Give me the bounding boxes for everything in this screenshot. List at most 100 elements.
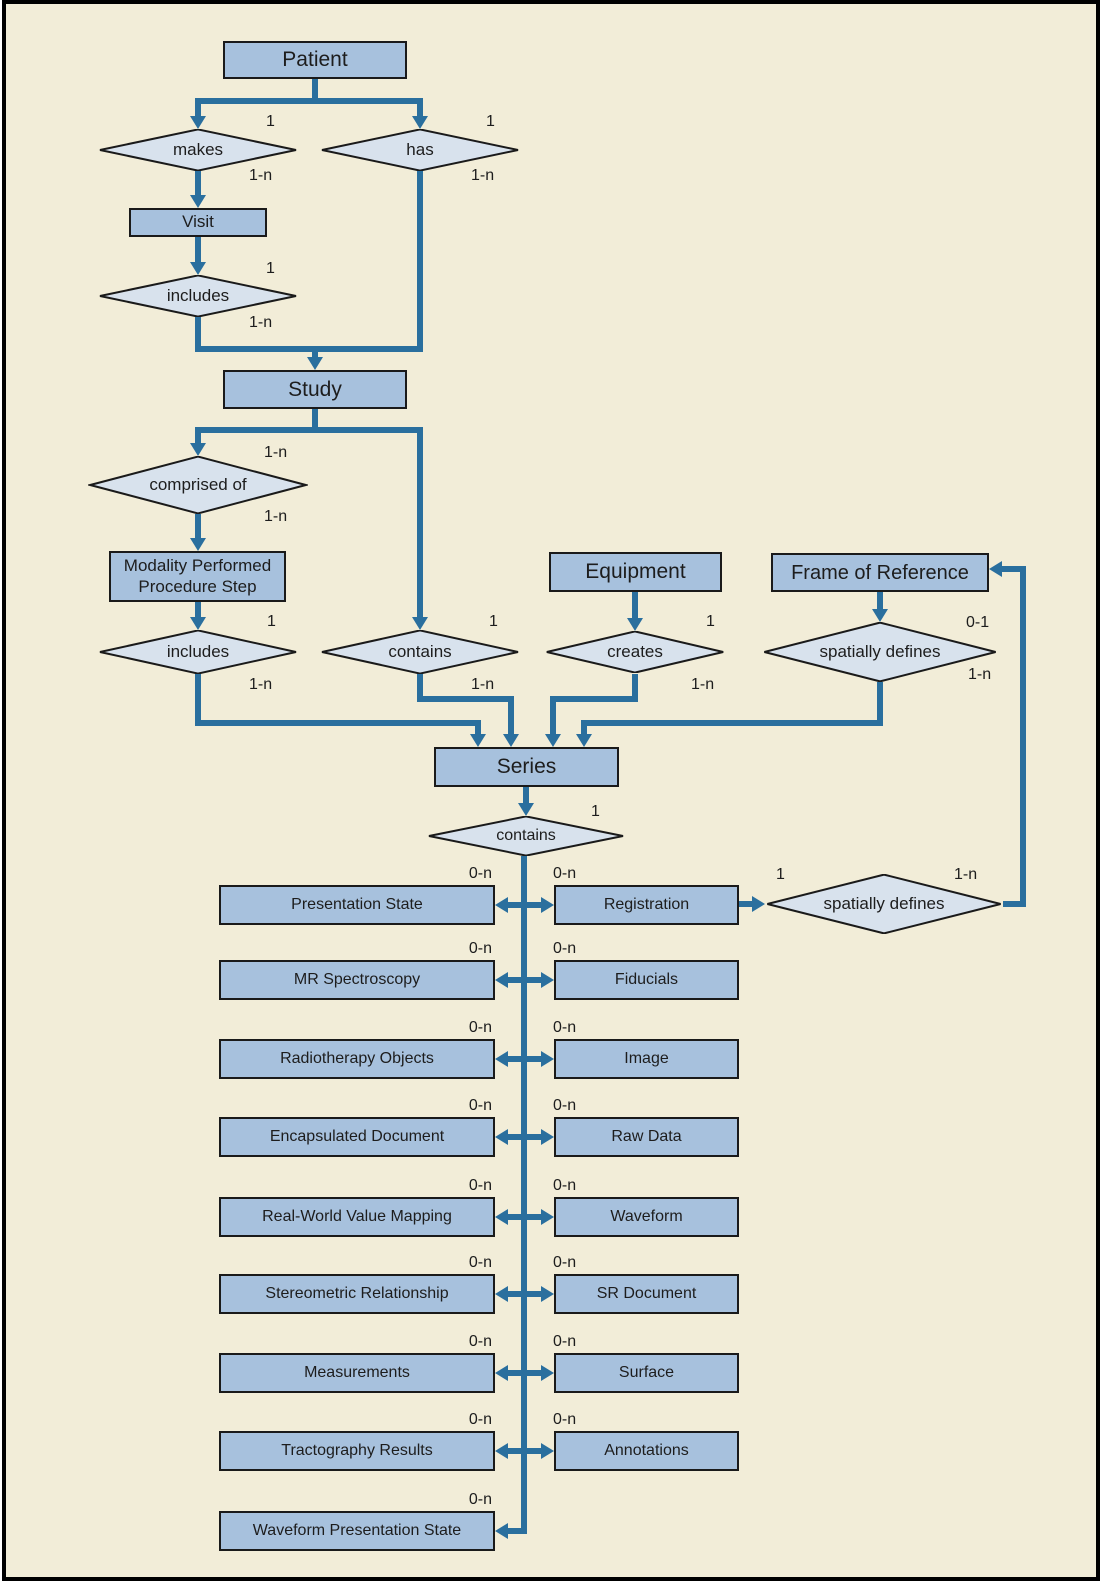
entity-surface-label: Surface: [618, 1364, 675, 1382]
cardinality-has-bottom: 1-n: [471, 167, 495, 184]
cardinality-real-world-value-mapping: 0-n: [468, 1177, 492, 1194]
connector-study-stem: [312, 409, 318, 433]
entity-series-box: Series: [434, 747, 619, 787]
entity-radiotherapy-objects-box: Radiotherapy Objects: [219, 1039, 495, 1079]
connector-contains-series-b: [417, 696, 514, 702]
entity-mpps-label-line1: Modality Performed: [123, 556, 272, 576]
connector-contains-series-a: [417, 674, 423, 702]
cardinality-comprised-of-top: 1-n: [264, 444, 288, 461]
entity-registration-box: Registration: [554, 885, 739, 925]
arrow-row-6-left-icon: [495, 1286, 508, 1302]
connector-contains-series-c: [508, 696, 514, 736]
entity-stereometric-relationship-box: Stereometric Relationship: [219, 1274, 495, 1314]
relationship-has-diamond: has: [320, 129, 520, 171]
relationship-spatially-defines-registration-label: spatially defines: [823, 894, 945, 913]
cardinality-contains-study-top: 1: [489, 613, 498, 630]
arrow-row-2-left-icon: [495, 972, 508, 988]
relationship-makes-diamond: makes: [98, 129, 298, 171]
cardinality-includes-visit-top: 1: [266, 260, 275, 277]
entity-radiotherapy-objects-label: Radiotherapy Objects: [280, 1050, 434, 1068]
arrow-into-mpps-icon: [190, 538, 206, 551]
connector-study-right: [417, 427, 423, 619]
entity-registration-label: Registration: [603, 896, 690, 914]
connector-has-down: [417, 171, 423, 352]
entity-encapsulated-document-box: Encapsulated Document: [219, 1117, 495, 1157]
relationship-includes-mpps-diamond: includes: [98, 630, 298, 674]
cardinality-creates-top: 1: [706, 613, 715, 630]
cardinality-includes-visit-bottom: 1-n: [249, 314, 273, 331]
connector-row-7: [504, 1370, 544, 1376]
cardinality-creates-bottom: 1-n: [691, 676, 715, 693]
arrow-spatially-defines-into-series-icon: [576, 734, 592, 747]
cardinality-stereometric-relationship: 0-n: [468, 1254, 492, 1271]
connector-patient-stem: [312, 79, 318, 101]
entity-equipment-box: Equipment: [549, 552, 722, 592]
cardinality-encapsulated-document: 0-n: [468, 1097, 492, 1114]
cardinality-annotations: 0-n: [553, 1411, 577, 1428]
cardinality-registration: 0-n: [553, 865, 577, 882]
diamond-shape-icon: [427, 816, 625, 856]
cardinality-image: 0-n: [553, 1019, 577, 1036]
arrow-into-contains-study-icon: [412, 617, 428, 630]
entity-waveform-label: Waveform: [610, 1208, 683, 1226]
diamond-shape-icon: [765, 874, 1003, 934]
entity-stereometric-relationship-label: Stereometric Relationship: [265, 1285, 449, 1303]
entity-measurements-box: Measurements: [219, 1353, 495, 1393]
diamond-shape-icon: [98, 275, 298, 317]
relationship-contains-series-diamond: contains: [427, 816, 625, 856]
connector-split-right: [417, 98, 423, 117]
connector-row-5: [504, 1214, 544, 1220]
connector-spatially-defines-series-a: [877, 682, 883, 726]
entity-study-box: Study: [223, 370, 407, 409]
relationship-includes-visit-label: includes: [166, 286, 230, 305]
connector-loop-top: [1001, 566, 1026, 572]
entity-surface-box: Surface: [554, 1353, 739, 1393]
arrow-into-includes-mpps-icon: [190, 617, 206, 630]
entity-patient-label: Patient: [282, 48, 348, 72]
cardinality-spatially-defines-registration-right: 1-n: [954, 866, 978, 883]
arrow-into-comprised-of-icon: [190, 443, 206, 456]
connector-merge: [195, 346, 423, 352]
relationship-creates-label: creates: [607, 642, 663, 661]
arrow-into-contains-series-icon: [518, 803, 534, 816]
cardinality-tractography-results: 0-n: [468, 1411, 492, 1428]
connector-row-6: [504, 1291, 544, 1297]
relationship-spatially-defines-frame-diamond: spatially defines: [762, 622, 998, 682]
arrow-into-creates-icon: [627, 618, 643, 631]
entity-presentation-state-box: Presentation State: [219, 885, 495, 925]
relationship-has-label: has: [406, 140, 434, 159]
connector-series-trunk: [521, 856, 527, 1534]
entity-series-label: Series: [496, 755, 557, 779]
connector-study-split: [195, 427, 423, 433]
arrow-row-5-right-icon: [541, 1209, 554, 1225]
arrow-row-7-right-icon: [541, 1365, 554, 1381]
cardinality-waveform-presentation-state: 0-n: [468, 1491, 492, 1508]
relationship-contains-study-label: contains: [388, 642, 452, 661]
relationship-makes-label: makes: [172, 140, 224, 159]
entity-image-box: Image: [554, 1039, 739, 1079]
connector-series-contains: [523, 787, 529, 805]
entity-real-world-value-mapping-box: Real-World Value Mapping: [219, 1197, 495, 1237]
entity-sr-document-label: SR Document: [596, 1285, 697, 1303]
arrow-row-3-right-icon: [541, 1051, 554, 1067]
diamond-shape-icon: [88, 456, 308, 514]
connector-includes-series-c: [475, 720, 481, 736]
entity-tractography-results-label: Tractography Results: [281, 1442, 433, 1460]
entity-image-label: Image: [624, 1050, 669, 1068]
diamond-shape-icon: [762, 622, 998, 682]
entity-raw-data-box: Raw Data: [554, 1117, 739, 1157]
arrow-row-8-right-icon: [541, 1443, 554, 1459]
cardinality-spatially-defines-frame-top: 0-1: [966, 614, 990, 631]
cardinality-radiotherapy-objects: 0-n: [468, 1019, 492, 1036]
connector-merge-stem: [312, 346, 318, 359]
connector-frame-spatially-defines: [877, 592, 883, 611]
arrow-into-spatially-defines-registration-icon: [752, 896, 765, 912]
entity-study-label: Study: [288, 377, 342, 401]
connector-equipment-creates: [632, 592, 638, 620]
arrow-row-6-right-icon: [541, 1286, 554, 1302]
connector-creates-series-a: [632, 674, 638, 702]
diamond-shape-icon: [320, 129, 520, 171]
arrow-into-frame-of-reference-icon: [989, 561, 1002, 577]
entity-sr-document-box: SR Document: [554, 1274, 739, 1314]
entity-mr-spectroscopy-label: MR Spectroscopy: [293, 971, 421, 989]
